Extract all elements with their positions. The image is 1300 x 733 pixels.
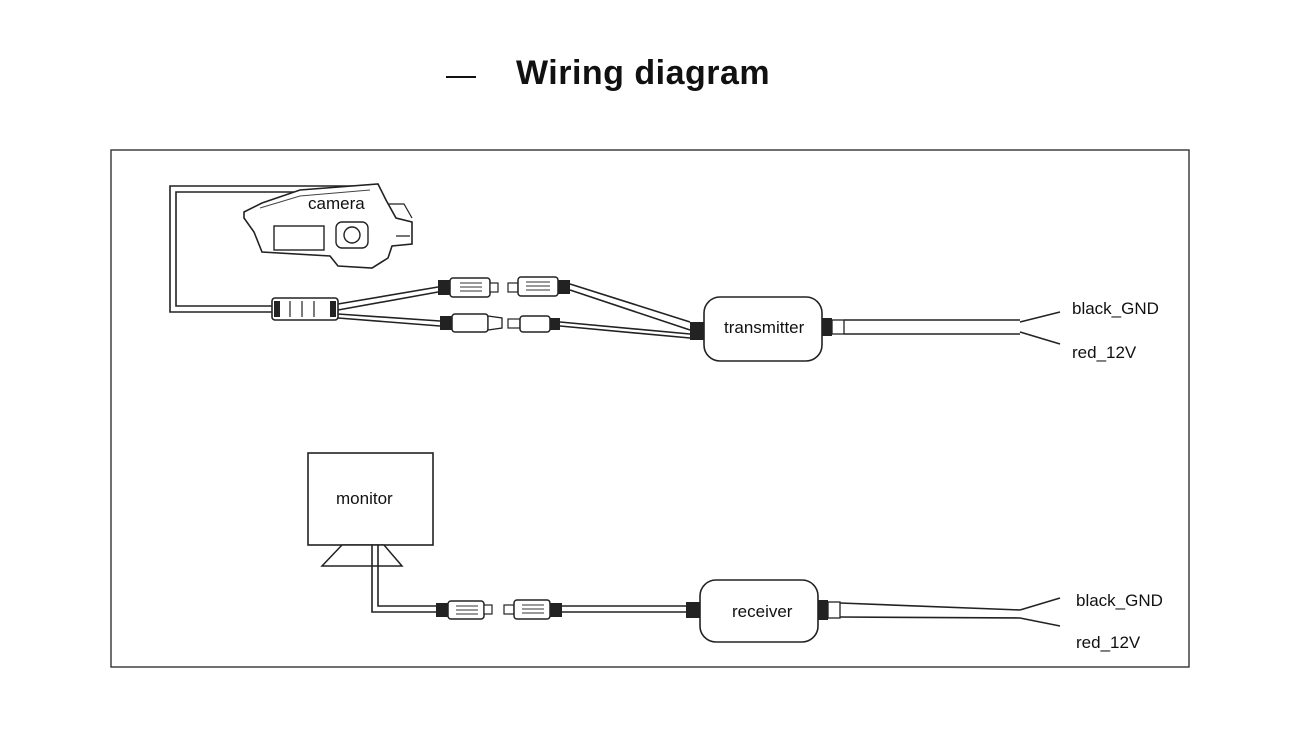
tx-red-12v-label: red_12V — [1072, 343, 1137, 362]
receiver-label: receiver — [732, 602, 793, 621]
title-text: Wiring diagram — [516, 54, 771, 92]
camera-plug — [271, 297, 339, 321]
transmitter-power-cable: black_GND red_12V — [844, 299, 1159, 362]
monitor-label: monitor — [336, 489, 393, 508]
diagram-title: Wiring diagram — [0, 50, 1300, 100]
transmitter-unit: transmitter — [690, 296, 845, 362]
transmitter-label: transmitter — [724, 318, 805, 337]
camera-label: camera — [308, 194, 365, 213]
rx-black-gnd-label: black_GND — [1076, 591, 1163, 610]
tx-black-gnd-label: black_GND — [1072, 299, 1159, 318]
video-cable — [337, 276, 691, 331]
power-cable — [337, 313, 691, 339]
diagram-frame — [110, 149, 1190, 668]
camera-body: camera — [243, 183, 413, 269]
receiver-power-cable: black_GND red_12V — [839, 591, 1163, 652]
receiver-unit: receiver — [686, 579, 841, 643]
title-dash — [446, 76, 476, 78]
rx-red-12v-label: red_12V — [1076, 633, 1141, 652]
monitor-cable — [371, 545, 686, 620]
monitor: monitor — [307, 452, 434, 567]
camera-cable — [169, 185, 378, 313]
